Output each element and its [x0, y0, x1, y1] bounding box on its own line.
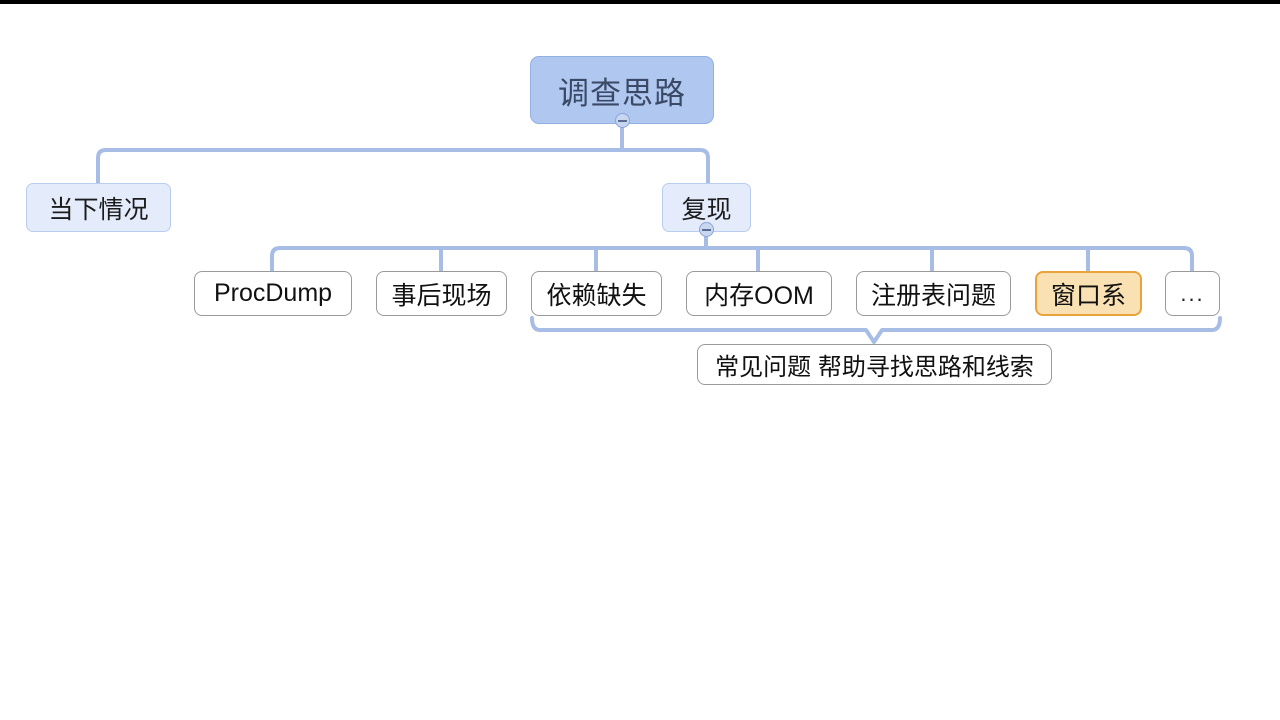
top-black-bar: [0, 0, 1280, 4]
node-root-label: 调查思路: [558, 75, 686, 111]
collapse-toggle-root[interactable]: [615, 113, 630, 128]
node-branch-label: 复现: [681, 195, 732, 224]
node-leaf-memory-oom[interactable]: 内存OOM: [686, 271, 832, 316]
node-leaf-label: 依赖缺失: [546, 281, 647, 310]
node-leaf-label: 注册表问题: [870, 281, 996, 310]
node-branch-reproduce[interactable]: 复现: [662, 183, 751, 232]
connector-summary-brace: [530, 316, 1222, 344]
connector-level3-bus: [270, 246, 1194, 273]
node-leaf-label: 窗口系: [1050, 281, 1126, 310]
node-branch-label: 当下情况: [48, 195, 149, 224]
node-leaf-label: 内存OOM: [704, 281, 814, 310]
node-branch-current-situation[interactable]: 当下情况: [26, 183, 171, 232]
node-leaf-missing-dependency[interactable]: 依赖缺失: [531, 271, 662, 316]
node-leaf-procdump[interactable]: ProcDump: [194, 271, 352, 316]
connector-level2-bus: [96, 148, 710, 185]
node-leaf-registry-issue[interactable]: 注册表问题: [856, 271, 1011, 316]
node-leaf-label: ProcDump: [213, 279, 333, 307]
node-leaf-more[interactable]: ...: [1165, 271, 1220, 316]
node-leaf-window-system[interactable]: 窗口系: [1035, 271, 1142, 316]
node-leaf-label: ...: [1180, 280, 1205, 306]
node-summary-label: 常见问题 帮助寻找思路和线索: [715, 354, 1034, 381]
node-leaf-label: 事后现场: [391, 281, 492, 310]
node-summary-common-issues[interactable]: 常见问题 帮助寻找思路和线索: [697, 344, 1052, 385]
collapse-toggle-reproduce[interactable]: [699, 222, 714, 237]
node-leaf-post-mortem-scene[interactable]: 事后现场: [376, 271, 507, 316]
